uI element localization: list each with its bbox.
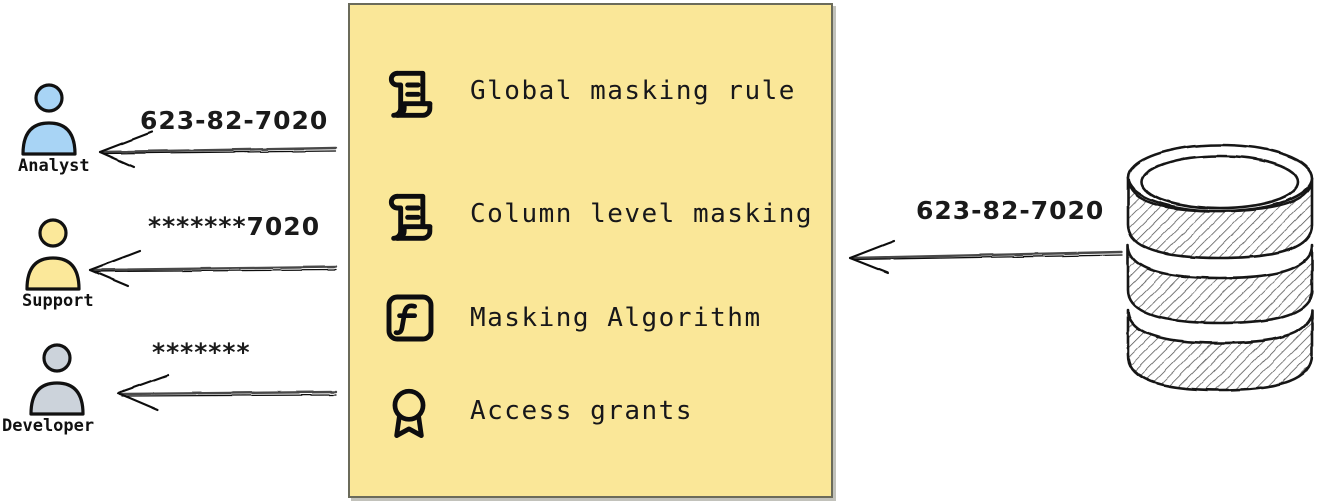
arrow-label-database: 623-82-7020 bbox=[916, 196, 1105, 225]
arrow-label-analyst: 623-82-7020 bbox=[140, 106, 329, 135]
database-cylinder-icon bbox=[1118, 120, 1340, 420]
actor-label: Analyst bbox=[18, 156, 90, 176]
person-icon bbox=[22, 217, 84, 291]
policy-item-global-masking-rule[interactable]: Global masking rule bbox=[350, 60, 831, 130]
arrow-panel-to-developer bbox=[116, 373, 338, 412]
actor-label: Support bbox=[22, 291, 94, 311]
arrow-panel-to-support bbox=[88, 249, 338, 288]
person-icon bbox=[26, 342, 88, 416]
policy-item-masking-algorithm[interactable]: Masking Algorithm bbox=[350, 287, 831, 357]
arrow-label-support: *******7020 bbox=[148, 212, 321, 241]
person-icon bbox=[18, 82, 80, 156]
policy-item-label: Column level masking bbox=[470, 199, 814, 229]
arrow-label-developer: ******* bbox=[152, 338, 251, 367]
policy-item-label: Access grants bbox=[470, 396, 693, 426]
scroll-icon bbox=[382, 60, 438, 124]
policy-item-access-grants[interactable]: Access grants bbox=[350, 380, 831, 450]
masking-policy-panel: Global masking rule Column level masking bbox=[348, 3, 833, 498]
actor-label: Developer bbox=[2, 416, 95, 436]
arrow-panel-to-analyst bbox=[98, 130, 338, 169]
award-icon bbox=[382, 380, 438, 444]
arrow-db-to-panel bbox=[848, 239, 1124, 275]
policy-item-label: Global masking rule bbox=[470, 76, 796, 106]
scroll-icon bbox=[382, 183, 438, 247]
policy-item-label: Masking Algorithm bbox=[470, 303, 762, 333]
function-icon bbox=[382, 287, 438, 351]
policy-item-column-level-masking[interactable]: Column level masking bbox=[350, 183, 831, 253]
